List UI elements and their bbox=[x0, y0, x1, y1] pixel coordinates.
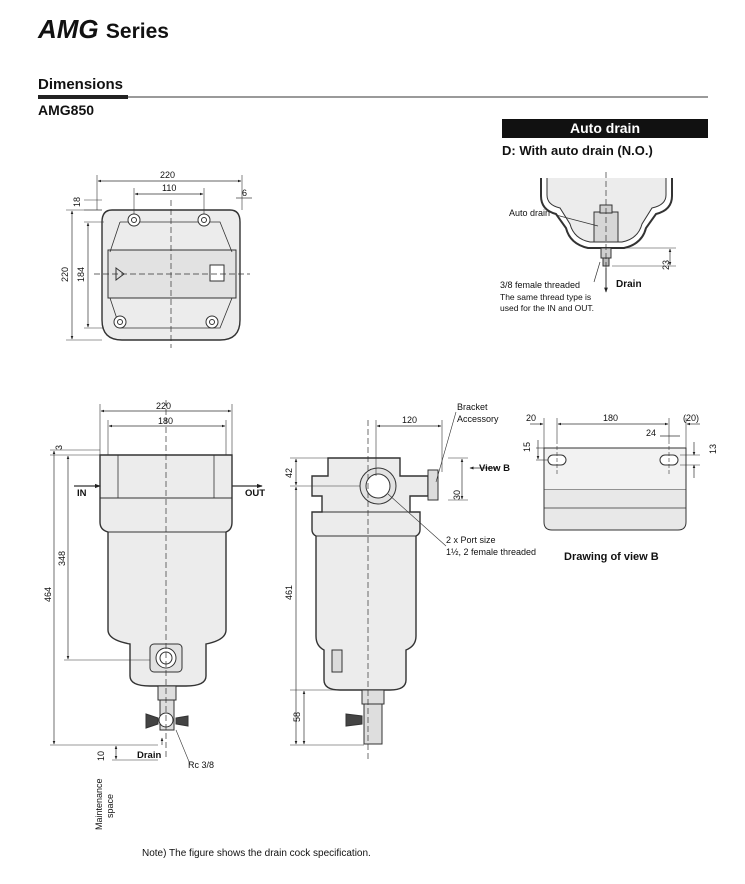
series-word: Series bbox=[105, 20, 169, 43]
side-view bbox=[290, 411, 498, 760]
side-dim-461: 461 bbox=[284, 585, 294, 600]
front-dim-10: 10 bbox=[96, 751, 106, 761]
front-dim-348: 348 bbox=[57, 551, 67, 566]
port-thread-label: 1½, 2 female threaded bbox=[446, 547, 536, 557]
footer-note: Note) The figure shows the drain cock sp… bbox=[142, 848, 371, 859]
series-title: AMG Series bbox=[38, 14, 169, 45]
viewb-dim-13: 13 bbox=[708, 444, 718, 454]
top-dim-184: 184 bbox=[76, 267, 86, 282]
label-in: IN bbox=[77, 488, 87, 499]
model-label: AMG850 bbox=[38, 102, 95, 118]
auto-drain-header: Auto drain bbox=[502, 119, 708, 138]
auto-drain-drain-label: Drain bbox=[616, 279, 642, 290]
auto-drain-label: Auto drain bbox=[509, 208, 550, 218]
front-dim-464: 464 bbox=[43, 587, 53, 602]
top-view bbox=[66, 175, 252, 348]
front-view bbox=[50, 400, 263, 765]
auto-drain-detail bbox=[540, 172, 676, 293]
view-b-label: View B bbox=[479, 463, 510, 474]
label-out: OUT bbox=[245, 488, 265, 499]
viewb-dim-180: 180 bbox=[603, 413, 618, 423]
top-dim-6: 6 bbox=[242, 188, 247, 198]
view-b-caption: Drawing of view B bbox=[564, 551, 659, 563]
port-size-label: 2 x Port size bbox=[446, 535, 496, 545]
heading-rule-accent bbox=[38, 95, 128, 99]
bracket-label: Bracket bbox=[457, 402, 488, 412]
side-dim-120: 120 bbox=[402, 415, 417, 425]
section-heading: Dimensions bbox=[38, 76, 124, 93]
auto-drain-subtitle: D: With auto drain (N.O.) bbox=[502, 143, 653, 158]
top-dim-18: 18 bbox=[72, 197, 82, 207]
maintenance-label-1: Maintenance bbox=[94, 778, 104, 830]
auto-drain-note-2: used for the IN and OUT. bbox=[500, 303, 594, 313]
heading-rule bbox=[38, 96, 708, 98]
viewb-dim-20: 20 bbox=[526, 413, 536, 423]
top-dim-110: 110 bbox=[162, 183, 176, 193]
rc-label: Rc 3/8 bbox=[188, 760, 214, 770]
view-b-drawing bbox=[530, 418, 700, 531]
front-dim-220: 220 bbox=[156, 401, 171, 411]
front-dim-180: 180 bbox=[158, 416, 173, 426]
front-drain-label: Drain bbox=[137, 750, 161, 761]
side-dim-30: 30 bbox=[452, 490, 462, 500]
viewb-dim-15: 15 bbox=[522, 442, 532, 452]
viewb-dim-20-paren: (20) bbox=[683, 413, 699, 423]
top-dim-220: 220 bbox=[160, 170, 175, 180]
auto-drain-thread-label: 3/8 female threaded bbox=[500, 280, 580, 290]
dim-23: 23 bbox=[661, 260, 671, 270]
auto-drain-note-1: The same thread type is bbox=[500, 292, 591, 302]
accessory-label: Accessory bbox=[457, 414, 499, 424]
viewb-dim-24: 24 bbox=[646, 428, 656, 438]
side-dim-58: 58 bbox=[292, 712, 302, 722]
top-dim-220-v: 220 bbox=[60, 267, 70, 282]
maintenance-label-2: space bbox=[105, 794, 115, 818]
front-dim-3: 3 bbox=[54, 445, 64, 450]
side-dim-42: 42 bbox=[284, 468, 294, 478]
series-name: AMG bbox=[38, 14, 99, 44]
